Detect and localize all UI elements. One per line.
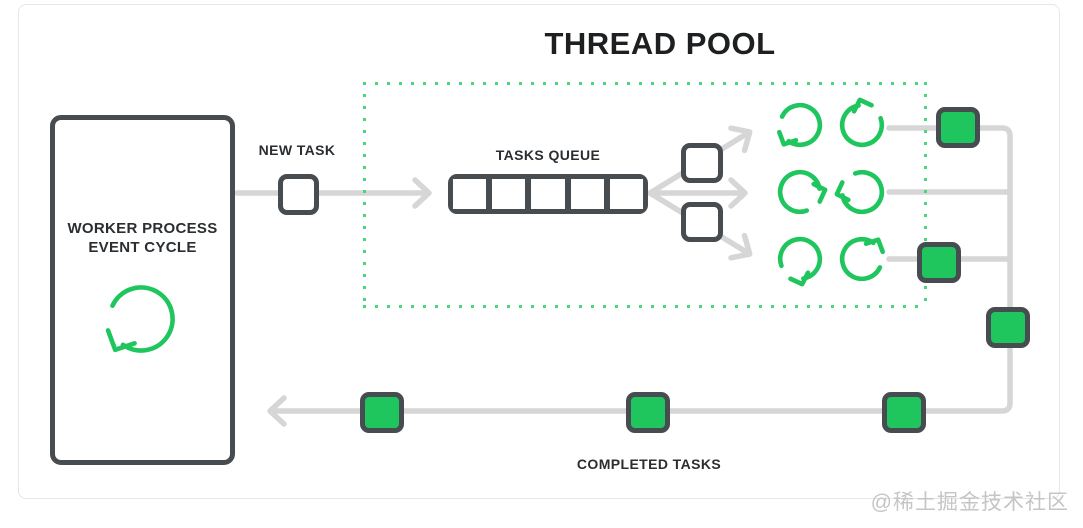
worker-label-line1: WORKER PROCESS — [67, 220, 218, 237]
event-cycle-arrow-icon — [98, 276, 184, 362]
dispatched-task-square-1 — [681, 143, 723, 183]
dispatched-task-square-2 — [681, 202, 723, 242]
queue-cell — [564, 179, 604, 209]
completed-task-square — [986, 307, 1030, 348]
completed-task-square — [360, 392, 404, 433]
thread-cycle-icon-6 — [835, 232, 889, 286]
queue-cell — [525, 179, 565, 209]
tasks-queue — [448, 174, 648, 214]
worker-process-box — [50, 115, 235, 465]
worker-label-line2: EVENT CYCLE — [88, 238, 197, 256]
worker-process-label: WORKER PROCESS EVENT CYCLE — [50, 220, 235, 258]
watermark: @稀土掘金技术社区 — [870, 491, 1069, 514]
completed-tasks-label: COMPLETED TASKS — [576, 456, 722, 472]
new-task-label: NEW TASK — [258, 142, 336, 158]
thread-cycle-icon-1 — [773, 98, 827, 152]
completed-task-square — [626, 392, 670, 433]
new-task-square — [278, 174, 319, 215]
completed-task-square — [936, 107, 980, 148]
wire-completed-bus — [267, 125, 1013, 427]
completed-task-square — [882, 392, 926, 433]
queue-cell — [603, 179, 644, 209]
queue-cell — [486, 179, 526, 209]
tasks-queue-label: TASKS QUEUE — [495, 147, 601, 163]
completed-task-square — [917, 242, 961, 283]
queue-cell — [453, 179, 487, 209]
diagram-title: THREAD POOL — [544, 26, 776, 61]
